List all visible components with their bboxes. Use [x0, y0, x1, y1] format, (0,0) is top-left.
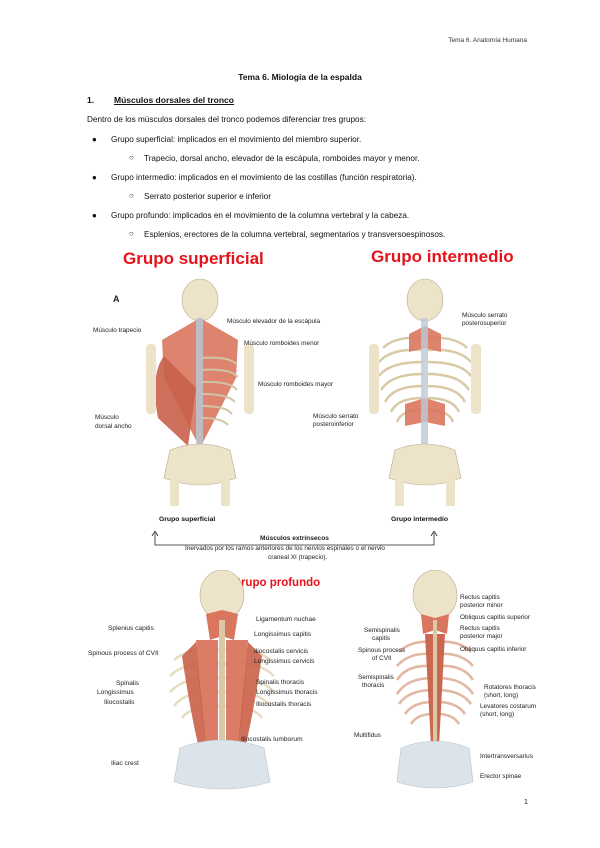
figure-intermedio-back [369, 278, 481, 506]
sub-bullet-text: Trapecio, dorsal ancho, elevador de la e… [144, 154, 420, 163]
label-longissimus: Longissimus [97, 689, 134, 696]
label-multifidus: Multifidus [354, 732, 381, 739]
circle-bullet-icon: ○ [129, 191, 134, 200]
section-title: Músculos dorsales del tronco [114, 95, 234, 105]
bullet-dot-icon: ● [92, 135, 97, 144]
bullet-dot-icon: ● [92, 211, 97, 220]
label-erector-spinae: Erector spinae [480, 773, 522, 780]
label-levatores-2: (short, long) [480, 711, 515, 718]
label-longissimus-thoracis: Longissimus thoracis [256, 689, 318, 696]
label-romboides-mayor: Músculo romboides mayor [258, 381, 333, 388]
label-semispinalis-thoracis-2: thoracis [362, 682, 385, 689]
bracket-title: Músculos extrínsecos [260, 535, 329, 542]
figure-superficial-back [146, 278, 254, 506]
label-longissimus-capitis: Longissimus capitis [254, 631, 312, 638]
caption-grupo-intermedio: Grupo intermedio [391, 516, 449, 523]
page-title: Tema 6. Miología de la espalda [238, 72, 362, 82]
label-iliac-crest: Iliac crest [111, 760, 139, 767]
label-intertransversarius: Intertransversarius [480, 753, 533, 760]
label-spinalis: Spinalis [116, 680, 140, 687]
heading-grupo-superficial: Grupo superficial [123, 249, 264, 268]
circle-bullet-icon: ○ [129, 229, 134, 238]
label-rotatores-1: Rotatores thoracis [484, 684, 536, 691]
label-dorsal-ancho-2: dorsal ancho [95, 423, 132, 430]
label-spinous-process-r-2: of CVII [372, 655, 392, 662]
label-spinous-process-r-1: Spinous process [358, 647, 406, 654]
bracket-line-1: Inervados por los ramos anteriores de lo… [185, 545, 385, 552]
label-iliocostalis-cervicis: Iliocostalis cervicis [254, 648, 309, 655]
label-obliquus-superior: Obliquus capitis superior [460, 614, 530, 621]
label-rectus-minor-1: Rectus capitis [460, 594, 500, 601]
label-iliocostalis-lumborum: Iliocostalis lumborum [241, 736, 303, 743]
bullet-superficial: ● Grupo superficial: implicados en el mov… [92, 135, 362, 144]
heading-grupo-profundo: Grupo profundo [232, 577, 321, 589]
section-number: 1. [87, 95, 95, 105]
bullet-text: Grupo superficial: implicados en el movi… [111, 135, 362, 144]
label-splenius-capitis: Splenius capitis [108, 625, 154, 632]
label-semispinalis-capitis-1: Semispinalis [364, 627, 400, 634]
label-levatores-1: Levatores costarum [480, 703, 537, 710]
page-number: 1 [524, 799, 528, 806]
label-romboides-menor: Músculo romboides menor [244, 340, 320, 347]
label-iliocostalis-thoracis: Iliocostalis thoracis [256, 701, 312, 708]
bullet-profundo: ● Grupo profundo: implicados en el movimi… [92, 211, 410, 220]
label-rectus-major-1: Rectus capitis [460, 625, 500, 632]
panel-letter: A [113, 294, 120, 304]
circle-bullet-icon: ○ [129, 153, 134, 162]
label-rectus-minor-2: posterior minor [460, 602, 503, 609]
label-semispinalis-capitis-2: capitis [372, 635, 391, 642]
caption-grupo-superficial: Grupo superficial [159, 516, 216, 523]
sub-bullet-text: Esplenios, erectores de la columna verte… [144, 230, 446, 239]
label-serrato-posteroinferior-2: posteroinferior [313, 421, 354, 428]
label-serrato-posterosuperior-2: posterosuperior [462, 320, 507, 327]
heading-grupo-intermedio: Grupo intermedio [371, 247, 514, 266]
label-spinalis-thoracis: Spinalis thoracis [256, 679, 305, 686]
label-rectus-major-2: posterior major [460, 633, 503, 640]
label-longissimus-cervicis: Longissimus cervicis [254, 658, 315, 665]
label-obliquus-inferior: Obliquus capitis inferior [460, 646, 527, 653]
figure-profundo-left [169, 570, 275, 790]
sub-bullet-superficial: ○ Trapecio, dorsal ancho, elevador de la … [129, 153, 420, 163]
label-elevador-escapula: Músculo elevador de la escápula [227, 318, 321, 325]
label-rotatores-2: (short, long) [484, 692, 519, 699]
bullet-intermedio: ● Grupo intermedio: implicados en el movi… [92, 173, 417, 182]
intro-paragraph: Dentro de los músculos dorsales del tron… [87, 115, 366, 124]
label-spinous-process-cvii: Spinous process of CVII [88, 650, 159, 657]
section-heading: 1. Músculos dorsales del tronco [87, 95, 234, 105]
bullet-dot-icon: ● [92, 173, 97, 182]
sub-bullet-intermedio: ○ Serrato posterior superior e inferior [129, 191, 271, 201]
label-semispinalis-thoracis-1: Semispinalis [358, 674, 394, 681]
label-musculo-trapecio: Músculo trapecio [93, 327, 142, 334]
bracket-line-2: craneal XI (trapecio). [268, 554, 328, 561]
label-serrato-posterosuperior-1: Músculo serrato [462, 312, 508, 319]
figure-profundo-right [395, 570, 475, 789]
sub-bullet-profundo: ○ Esplenios, erectores de la columna vert… [129, 229, 446, 239]
bracket-extrinsecos [151, 531, 438, 546]
running-header: Tema 6. Anatomía Humana [448, 37, 527, 44]
sub-bullet-text: Serrato posterior superior e inferior [144, 192, 271, 201]
bullet-text: Grupo intermedio: implicados en el movim… [111, 173, 417, 182]
label-ligamentum-nuchae: Ligamentum nuchae [256, 616, 316, 623]
bullet-text: Grupo profundo: implicados en el movimie… [111, 211, 410, 220]
label-iliocostalis: Iliocostalis [104, 699, 135, 706]
label-dorsal-ancho-1: Músculo [95, 414, 119, 421]
label-serrato-posteroinferior-1: Músculo serrato [313, 413, 359, 420]
